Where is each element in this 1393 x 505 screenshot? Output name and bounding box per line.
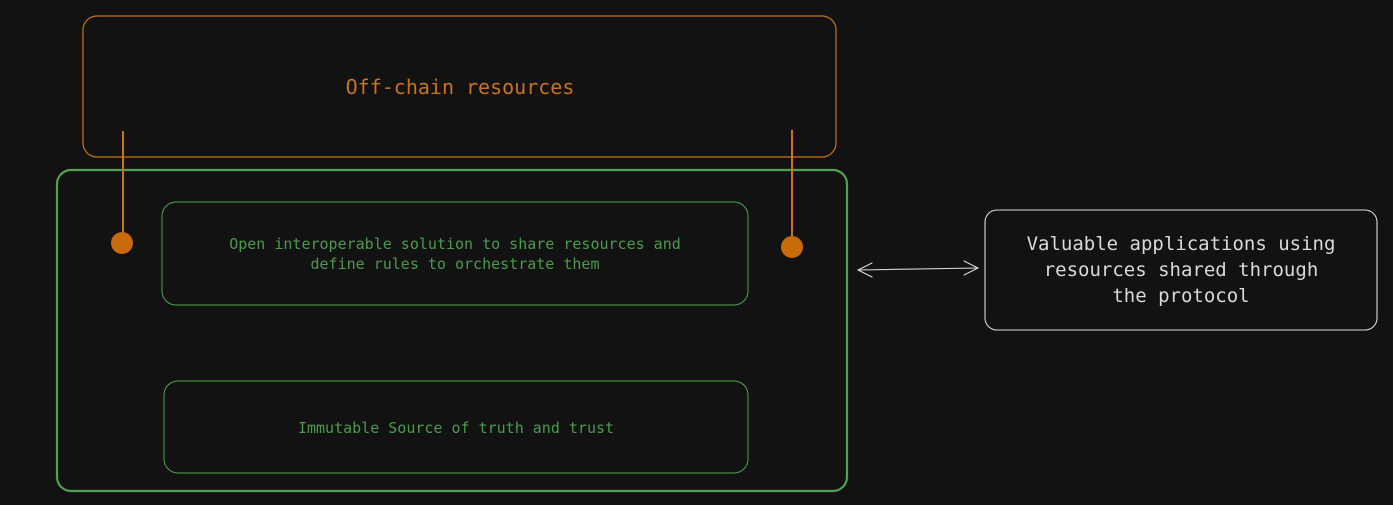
left-connector-dot bbox=[111, 232, 133, 254]
offchain-label: Off-chain resources bbox=[345, 75, 575, 99]
protocol-container bbox=[55, 168, 849, 493]
offchain-box bbox=[82, 15, 837, 158]
open-solution-box bbox=[161, 201, 749, 306]
open-solution-label: Open interoperable solution to share res… bbox=[229, 235, 681, 273]
applications-box bbox=[984, 209, 1378, 331]
bidirectional-arrow bbox=[856, 260, 980, 278]
immutable-box bbox=[163, 380, 749, 474]
right-connector-dot bbox=[781, 236, 803, 258]
immutable-label: Immutable Source of truth and trust bbox=[297, 418, 615, 437]
applications-label: Valuable applications using resources sh… bbox=[1026, 233, 1336, 307]
